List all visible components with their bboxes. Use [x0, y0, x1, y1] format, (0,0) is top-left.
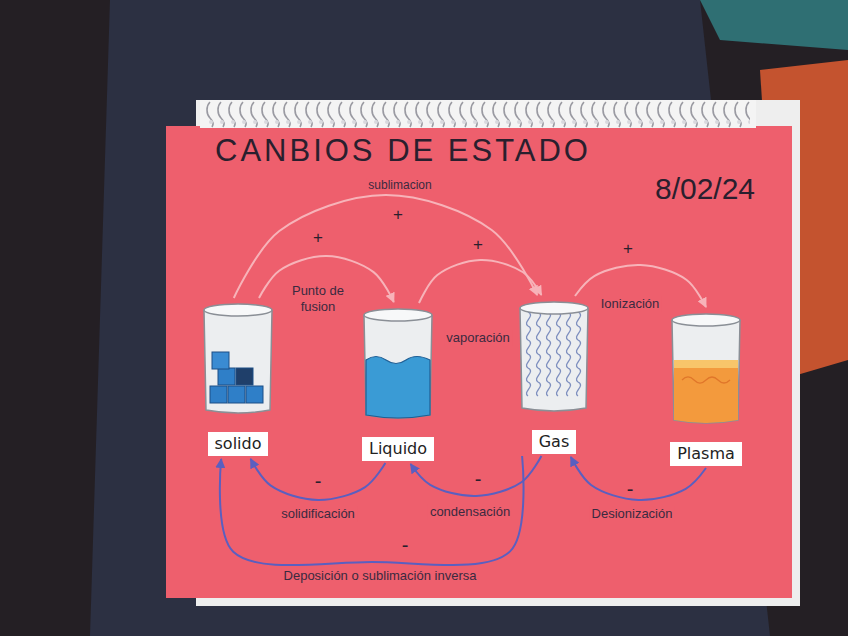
transition-label: sublimacion: [366, 178, 433, 192]
spiral-binding: [205, 100, 750, 128]
teal-cloth: [700, 0, 848, 50]
minus-sign: -: [475, 468, 482, 490]
paper-strip: [200, 100, 756, 128]
state-label: solido: [208, 432, 269, 456]
state-label: Liquido: [362, 437, 434, 461]
transition-arrow: [220, 456, 524, 565]
transition-arrow: [251, 459, 386, 500]
state-label: Plasma: [670, 442, 742, 466]
plus-sign: +: [623, 240, 633, 259]
transition-label: Deposición o sublimación inversa: [282, 568, 479, 584]
beaker-illustration: [512, 298, 596, 416]
transition-label: vaporación: [444, 330, 512, 346]
state-node: Gas: [512, 298, 596, 454]
date: 8/02/24: [655, 172, 755, 205]
minus-sign: -: [627, 478, 634, 500]
transition-arrow: [419, 260, 541, 303]
plus-sign: +: [393, 206, 403, 225]
plus-sign: +: [473, 236, 483, 255]
red-card: [166, 126, 792, 598]
state-node: Plasma: [664, 310, 748, 466]
plus-sign: +: [313, 229, 323, 248]
minus-sign: -: [315, 470, 322, 492]
state-node: solido: [196, 300, 280, 456]
transition-label: Desionización: [590, 506, 675, 522]
minus-sign: -: [402, 534, 409, 556]
beaker-illustration: [664, 310, 748, 428]
transition-label: condensación: [428, 504, 512, 520]
beaker-illustration: [356, 305, 440, 423]
transition-label: solidificación: [279, 506, 357, 522]
transition-label: Ionización: [599, 296, 662, 312]
transition-label: Punto de fusion: [280, 283, 356, 314]
title: CANBIOS DE ESTADO: [215, 133, 591, 169]
state-node: Liquido: [356, 305, 440, 461]
beaker-illustration: [196, 300, 280, 418]
state-label: Gas: [532, 430, 577, 454]
